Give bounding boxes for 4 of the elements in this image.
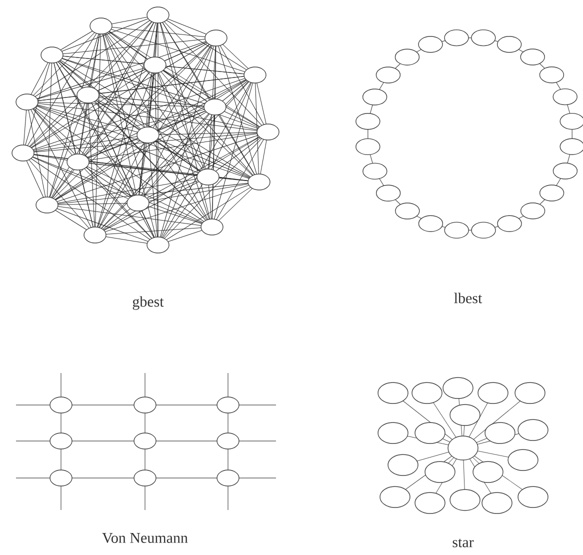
caption: Von Neumann [102,532,188,544]
caption: lbest [454,292,482,304]
caption: gbest [132,296,164,310]
caption: star [452,538,474,548]
